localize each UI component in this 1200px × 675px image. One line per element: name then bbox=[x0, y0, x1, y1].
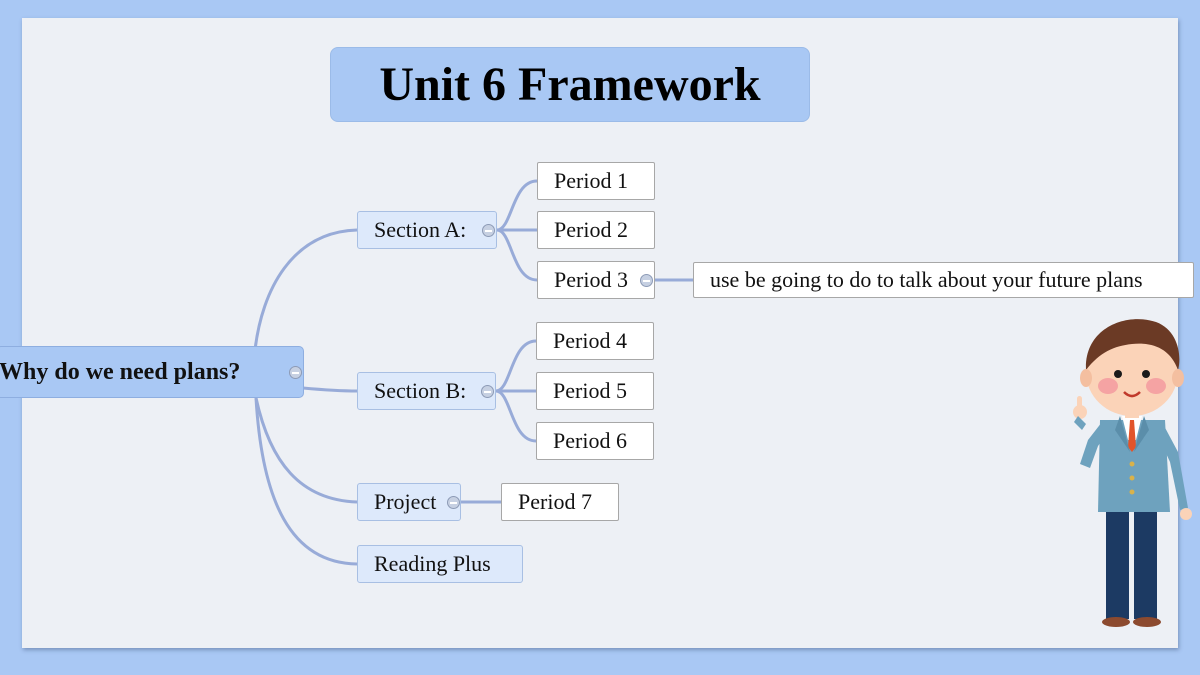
connector-section-b-period-6 bbox=[495, 389, 537, 443]
period-4-label: Period 4 bbox=[553, 328, 627, 353]
period-3-node[interactable]: Period 3 bbox=[537, 261, 655, 299]
section-b-node[interactable]: Section B: bbox=[357, 372, 496, 410]
collapse-toggle-icon[interactable] bbox=[289, 366, 302, 379]
period-1-node[interactable]: Period 1 bbox=[537, 162, 655, 200]
section-b-label: Section B: bbox=[374, 378, 467, 403]
period-1-label: Period 1 bbox=[554, 168, 628, 193]
period-2-node[interactable]: Period 2 bbox=[537, 211, 655, 249]
collapse-toggle-icon[interactable] bbox=[640, 274, 653, 287]
connector-root-project bbox=[254, 397, 358, 504]
connector-root-section-b bbox=[302, 386, 358, 393]
period-7-label: Period 7 bbox=[518, 489, 592, 514]
collapse-toggle-icon[interactable] bbox=[482, 224, 495, 237]
section-a-node[interactable]: Section A: bbox=[357, 211, 497, 249]
period-7-node[interactable]: Period 7 bbox=[501, 483, 619, 521]
connector-root-reading-plus bbox=[254, 397, 358, 566]
collapse-toggle-icon[interactable] bbox=[481, 385, 494, 398]
section-a-label: Section A: bbox=[374, 217, 467, 242]
project-node[interactable]: Project bbox=[357, 483, 461, 521]
connector-section-a-period-1 bbox=[496, 179, 538, 232]
connector-root-section-a bbox=[253, 228, 358, 351]
reading-plus-node[interactable]: Reading Plus bbox=[357, 545, 523, 583]
period-3-label: Period 3 bbox=[554, 267, 628, 292]
period-5-node[interactable]: Period 5 bbox=[536, 372, 654, 410]
reading-plus-label: Reading Plus bbox=[374, 551, 491, 576]
period-3-note-label: use be going to do to talk about your fu… bbox=[710, 267, 1143, 292]
period-2-label: Period 2 bbox=[554, 217, 628, 242]
root-node-label: Why do we need plans? bbox=[0, 358, 241, 385]
page-title: Unit 6 Framework bbox=[330, 47, 810, 122]
connector-section-a-period-3 bbox=[496, 228, 538, 282]
project-label: Project bbox=[374, 489, 437, 514]
period-3-note-node[interactable]: use be going to do to talk about your fu… bbox=[693, 262, 1194, 298]
period-6-label: Period 6 bbox=[553, 428, 627, 453]
collapse-toggle-icon[interactable] bbox=[447, 496, 460, 509]
teacher-character-illustration bbox=[1073, 319, 1192, 627]
period-4-node[interactable]: Period 4 bbox=[536, 322, 654, 360]
connector-section-b-period-4 bbox=[495, 339, 537, 393]
root-node[interactable]: Why do we need plans? bbox=[0, 346, 304, 398]
period-5-label: Period 5 bbox=[553, 378, 627, 403]
period-6-node[interactable]: Period 6 bbox=[536, 422, 654, 460]
